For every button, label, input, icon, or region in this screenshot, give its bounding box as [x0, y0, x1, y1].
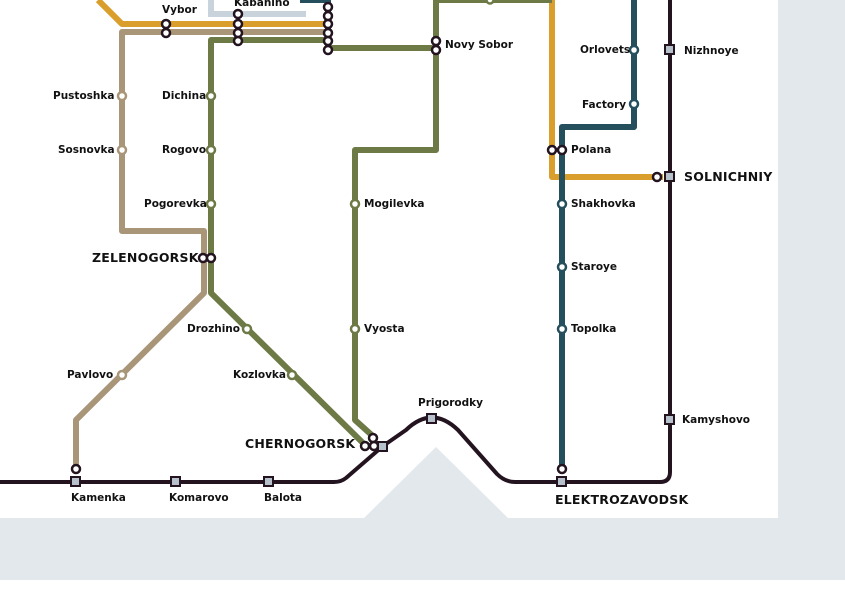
station-marker-east-stack-5[interactable] — [322, 35, 334, 47]
station-marker-elektrozavodsk-upper[interactable] — [556, 463, 568, 475]
station-marker-pustoshka[interactable] — [116, 90, 128, 102]
station-marker-east-stack-1[interactable] — [322, 1, 334, 13]
station-marker-east-stack-6[interactable] — [322, 44, 334, 56]
station-label-kabanino[interactable]: Kabanino — [234, 0, 290, 9]
station-marker-polana-2[interactable] — [556, 144, 568, 156]
station-marker-north-green[interactable] — [485, 0, 495, 5]
station-marker-pogorevka[interactable] — [205, 198, 217, 210]
orange-line-west — [95, 0, 330, 27]
station-label-kozlovka[interactable]: Kozlovka — [233, 369, 286, 381]
station-label-polana[interactable]: Polana — [571, 144, 611, 156]
station-marker-polana[interactable] — [546, 144, 558, 156]
station-marker-nizhnoye[interactable] — [664, 44, 675, 55]
green-line-west — [208, 37, 369, 449]
station-marker-pavlovo[interactable] — [116, 369, 128, 381]
station-label-novy-sobor[interactable]: Novy Sobor — [445, 39, 514, 51]
station-marker-shakhovka[interactable] — [556, 198, 568, 210]
station-marker-rogovo[interactable] — [205, 144, 217, 156]
station-label-dichina[interactable]: Dichina — [162, 90, 206, 102]
bottom-margin — [0, 580, 845, 592]
light-line — [208, 0, 306, 17]
station-marker-mogilevka[interactable] — [349, 198, 361, 210]
station-marker-orlovets[interactable] — [628, 44, 640, 56]
station-marker-vybor-2[interactable] — [160, 27, 172, 39]
blue-line-east — [559, 0, 637, 469]
station-marker-chernogorsk-3[interactable] — [368, 440, 380, 452]
station-label-vybor[interactable]: Vybor — [162, 4, 198, 16]
station-marker-vyosta[interactable] — [349, 323, 361, 335]
station-label-drozhino[interactable]: Drozhino — [187, 323, 240, 335]
station-label-rogovo[interactable]: Rogovo — [162, 144, 206, 156]
station-marker-vybor[interactable] — [160, 18, 172, 30]
station-marker-chernogorsk-square[interactable] — [377, 441, 388, 452]
station-marker-kabanino-4[interactable] — [232, 35, 244, 47]
station-marker-balota[interactable] — [263, 476, 274, 487]
station-marker-solnichniy-square[interactable] — [664, 171, 675, 182]
station-marker-topolka[interactable] — [556, 323, 568, 335]
station-marker-elektrozavodsk[interactable] — [556, 476, 567, 487]
station-label-pustoshka[interactable]: Pustoshka — [53, 90, 114, 102]
station-label-kamenka[interactable]: Kamenka — [71, 492, 126, 504]
station-label-orlovets[interactable]: Orlovets — [580, 44, 630, 56]
green-line-central — [352, 0, 439, 441]
station-marker-kamyshovo[interactable] — [664, 414, 675, 425]
station-marker-komarovo[interactable] — [170, 476, 181, 487]
station-marker-kozlovka[interactable] — [286, 369, 298, 381]
station-marker-chernogorsk-2[interactable] — [367, 432, 379, 444]
station-marker-chernogorsk[interactable] — [359, 440, 371, 452]
dark-line — [0, 0, 672, 484]
station-label-pavlovo[interactable]: Pavlovo — [67, 369, 113, 381]
station-marker-kabanino-2[interactable] — [232, 18, 244, 30]
station-label-chernogorsk[interactable]: CHERNOGORSK — [245, 436, 356, 451]
station-marker-novy-sobor[interactable] — [430, 35, 442, 47]
station-label-kamyshovo[interactable]: Kamyshovo — [682, 414, 750, 426]
station-label-solnichniy[interactable]: SOLNICHNIY — [684, 169, 773, 184]
station-marker-east-stack-3[interactable] — [322, 18, 334, 30]
station-label-factory[interactable]: Factory — [582, 99, 626, 111]
orange-line-east — [549, 0, 663, 180]
station-label-prigorodky[interactable]: Prigorodky — [418, 397, 483, 409]
station-label-topolka[interactable]: Topolka — [571, 323, 616, 335]
station-label-zelenogorsk[interactable]: ZELENOGORSK — [92, 250, 200, 265]
station-marker-drozhino[interactable] — [241, 323, 253, 335]
station-label-mogilevka[interactable]: Mogilevka — [364, 198, 424, 210]
station-marker-kamenka-upper[interactable] — [70, 463, 82, 475]
station-marker-kamenka[interactable] — [70, 476, 81, 487]
station-marker-novy-sobor-2[interactable] — [430, 44, 442, 56]
station-label-nizhnoye[interactable]: Nizhnoye — [684, 45, 739, 57]
station-marker-factory[interactable] — [628, 98, 640, 110]
station-label-staroye[interactable]: Staroye — [571, 261, 617, 273]
station-marker-dichina[interactable] — [205, 90, 217, 102]
station-label-pogorevka[interactable]: Pogorevka — [144, 198, 207, 210]
station-label-sosnovka[interactable]: Sosnovka — [58, 144, 115, 156]
station-label-elektrozavodsk[interactable]: ELEKTROZAVODSK — [555, 492, 689, 507]
tan-line — [73, 29, 330, 469]
station-label-komarovo[interactable]: Komarovo — [169, 492, 229, 504]
station-marker-staroye[interactable] — [556, 261, 568, 273]
station-label-shakhovka[interactable]: Shakhovka — [571, 198, 636, 210]
station-label-vyosta[interactable]: Vyosta — [364, 323, 405, 335]
station-marker-prigorodky[interactable] — [426, 413, 437, 424]
station-marker-kabanino[interactable] — [232, 8, 244, 20]
station-marker-solnichniy[interactable] — [651, 171, 663, 183]
station-marker-sosnovka[interactable] — [116, 144, 128, 156]
station-marker-zelenogorsk-2[interactable] — [205, 252, 217, 264]
station-label-balota[interactable]: Balota — [264, 492, 302, 504]
